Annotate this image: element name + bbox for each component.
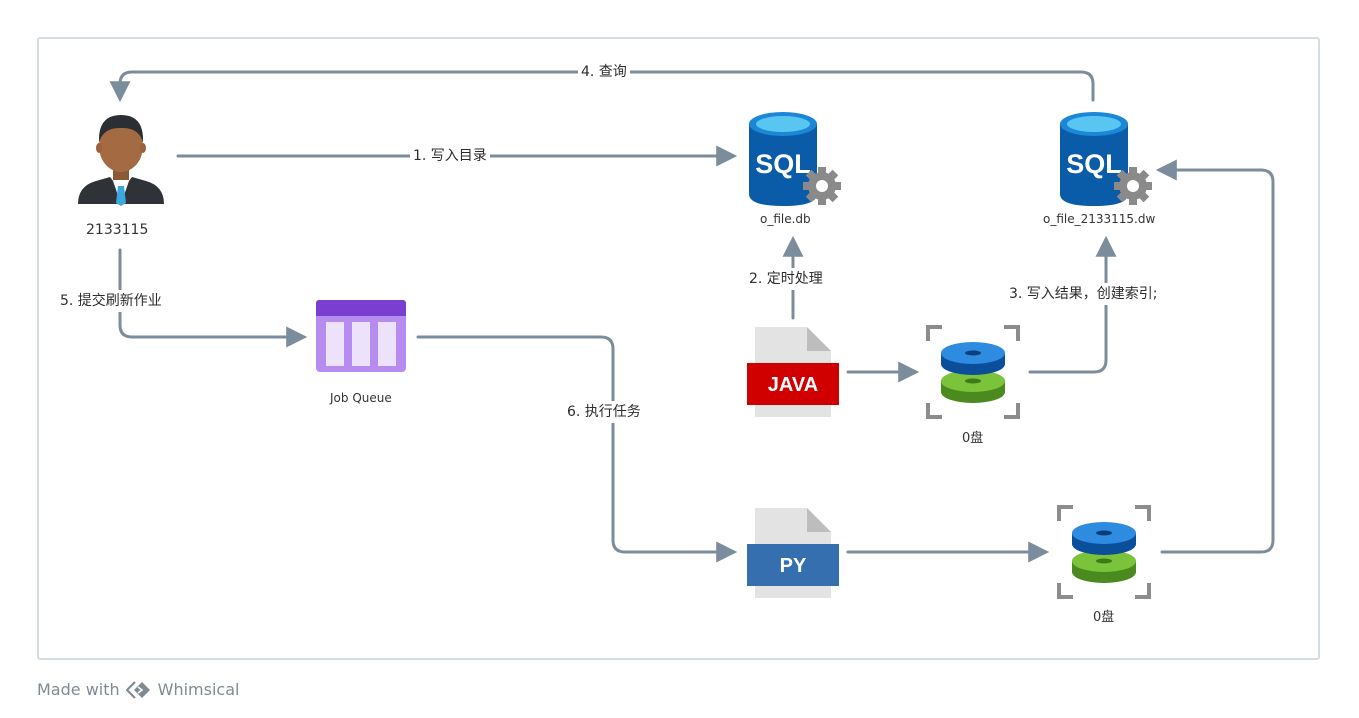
job-queue-caption: Job Queue: [330, 391, 392, 405]
made-with-footer[interactable]: Made with Whimsical: [37, 680, 239, 699]
edge-disk-dw: [1155, 159, 1275, 554]
edge-label-submit-job: 5. 提交刷新作业: [57, 290, 165, 312]
svg-text:SQL: SQL: [1066, 149, 1122, 179]
sql-db-caption: o_file.db: [760, 212, 811, 226]
edge-label-timed-process: 2. 定时处理: [746, 268, 826, 290]
made-with-text: Made with: [37, 680, 120, 699]
sql-db-icon: SQL: [749, 112, 841, 206]
queue-icon: [316, 300, 406, 372]
edge-label-query: 4. 查询: [578, 63, 630, 81]
edge-label-write-dir: 1. 写入目录: [410, 147, 490, 165]
diagram-frame: [37, 37, 1320, 660]
disk-icon: [926, 325, 1020, 419]
brand-text: Whimsical: [157, 680, 240, 699]
whimsical-logo-icon: [125, 680, 150, 699]
sql-dw-icon: SQL: [1060, 112, 1152, 206]
edge-write-result: [1028, 235, 1117, 374]
edge-submit-job: [118, 248, 308, 348]
svg-text:PY: PY: [780, 555, 807, 577]
disk-icon: [1057, 505, 1151, 599]
edge-label-run-task: 6. 执行任务: [564, 401, 644, 423]
user-caption: 2133115: [86, 222, 149, 238]
java-file-icon: JAVA: [747, 327, 839, 417]
svg-text:JAVA: JAVA: [768, 374, 818, 396]
py-file-icon: PY: [747, 508, 839, 598]
edge-label-write-result: 3. 写入结果，创建索引;: [1006, 283, 1161, 305]
disk-bottom-caption: 0盘: [1093, 610, 1115, 625]
sql-dw-caption: o_file_2133115.dw: [1043, 212, 1156, 226]
edge-run-task: [416, 335, 738, 563]
person-icon: [78, 115, 164, 206]
disk-top-caption: 0盘: [962, 431, 984, 446]
svg-text:SQL: SQL: [755, 149, 811, 179]
